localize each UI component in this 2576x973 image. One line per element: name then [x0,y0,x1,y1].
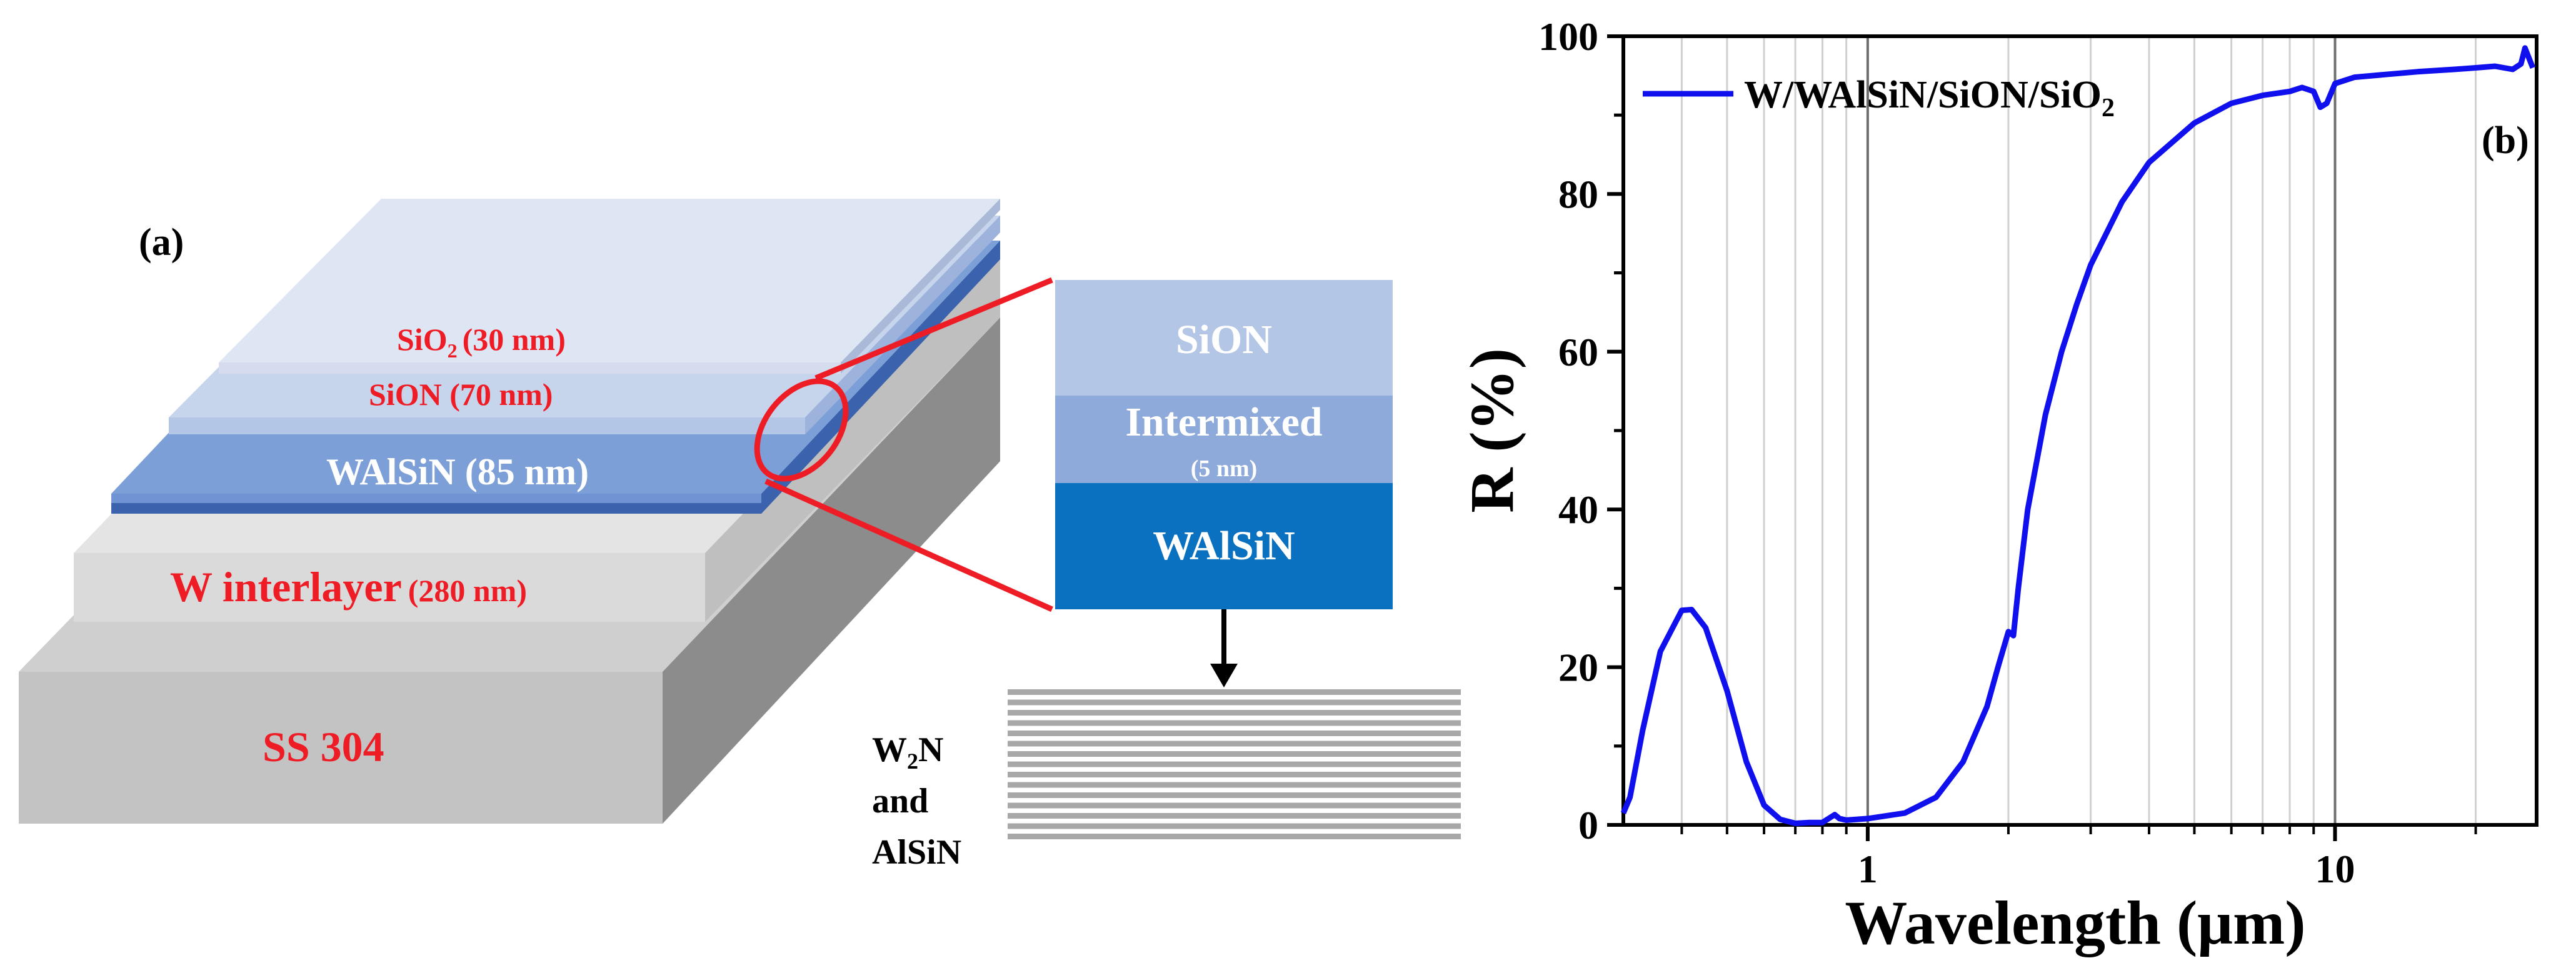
series-line-w-walsin-sion-sio2 [1620,45,2536,826]
zoom-intermixed-label: Intermixed [1125,399,1322,445]
walsin-side-face [761,241,1000,514]
y-tick-label: 20 [1558,646,1598,690]
y-axis: 0 20 40 60 80 100 [1538,14,1623,847]
sio2-front-face [219,362,841,374]
multilayer-stripe [1008,741,1461,747]
x-axis: 1 10 [1680,825,2477,891]
walsin-bottom-strip [111,503,761,514]
ss304-label: SS 304 [263,723,384,771]
panel-a-label: (a) [139,221,184,264]
zoom-sion-label: SiON [1176,317,1272,362]
y-axis-title: R (%) [1457,348,1526,513]
multilayer-stripe [1008,792,1461,798]
multilayer-label-line1: W2N [872,731,943,774]
panel-b-reflectance-chart: 0 20 40 60 80 100 1 10 R (%) Wavelength (μm) W… [1457,14,2538,957]
y-tick-label: 40 [1558,487,1598,532]
zoom-sion-block [1055,280,1393,396]
multilayer-stripe [1008,699,1461,706]
multilayer-stripe [1008,823,1461,829]
multilayer-stripe [1008,782,1461,788]
sion-side-face [805,216,1000,434]
ss304-front-face [19,672,663,824]
multilayer-stripe [1008,813,1461,819]
sio2-label: SiO2(30 nm) [397,322,566,362]
zoom-walsin-label: WAlSiN [1153,523,1295,569]
plot-frame [1621,34,2538,827]
multilayer-stripe [1008,731,1461,736]
multilayer-stripe [1008,802,1461,809]
multilayer-stripe [1008,710,1461,716]
zoom-intermixed-block [1055,396,1393,483]
y-tick-label: 80 [1558,172,1598,216]
multilayer-stripes [1008,689,1461,839]
w-interlayer-label: W interlayer(280 nm) [170,563,527,611]
multilayer-stripe [1008,772,1461,777]
multilayer-label-line3: AlSiN [872,833,961,872]
multilayer-stripe [1008,834,1461,839]
panel-b-label: (b) [2482,119,2529,162]
callout-line-bottom [764,478,1053,612]
zoom-intermixed-thickness: (5 nm) [1191,456,1258,482]
w-interlayer-side-face [705,247,1000,622]
multilayer-label-line2: and [872,782,928,821]
x-axis-title: Wavelength (μm) [1845,888,2305,957]
ss304-side-face [663,317,1000,824]
multilayer-stripe [1008,751,1461,757]
y-tick-label: 0 [1578,803,1598,847]
panel-a-layer-stack: (a) SiO2(30 nm) SiON (70 nm) WAlSiN (85 … [19,199,1461,872]
zoom-walsin-block [1055,483,1393,609]
sion-front-face [169,417,805,434]
multilayer-stripe [1008,761,1461,767]
walsin-label: WAlSiN (85 nm) [326,451,589,492]
multilayer-stripe [1008,689,1461,695]
y-tick-label: 100 [1538,14,1598,59]
callout-line-top [814,277,1053,381]
down-arrow-head [1210,664,1238,687]
multilayer-stripe [1008,720,1461,726]
callout-ellipse [754,378,849,482]
x-tick-label: 1 [1858,847,1878,891]
w-interlayer-front-face [74,553,705,622]
legend-label: W/WAlSiN/SiON/SiO2 [1744,74,2115,122]
chart-gridlines [1680,36,2477,825]
sio2-top-face [219,199,1000,362]
y-tick-label: 60 [1558,330,1598,374]
x-tick-label: 10 [2315,847,2355,891]
sion-label: SiON (70 nm) [369,377,553,412]
sio2-side-face [841,199,1000,374]
